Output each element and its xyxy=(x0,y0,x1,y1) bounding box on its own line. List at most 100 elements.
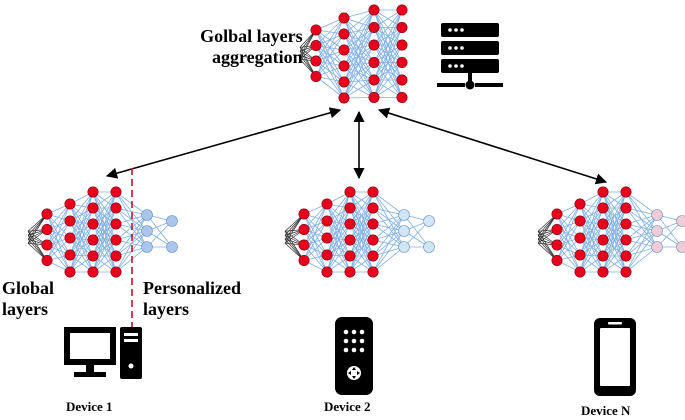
input-edge xyxy=(27,213,48,244)
network-edge xyxy=(315,17,345,62)
neuron-node xyxy=(396,21,408,33)
neuron-node xyxy=(321,232,333,244)
neuron-node xyxy=(551,239,563,251)
network-edge xyxy=(343,65,375,98)
network-edge xyxy=(579,191,604,239)
network-edge xyxy=(372,191,405,216)
network-edge xyxy=(602,239,627,273)
neuron-node xyxy=(344,234,356,246)
network-edge xyxy=(373,9,403,28)
network-edge xyxy=(556,229,581,256)
neuron-node xyxy=(551,224,563,236)
neuron-node xyxy=(368,92,380,104)
network-edge xyxy=(556,213,581,239)
network-edge xyxy=(46,213,71,256)
neuron-node xyxy=(310,71,322,83)
network-edge xyxy=(349,191,374,257)
neuron-node xyxy=(574,198,586,210)
network-edge xyxy=(92,207,117,273)
neuron-node xyxy=(41,224,53,236)
network-edge xyxy=(403,220,430,248)
remote-control-icon xyxy=(335,317,373,395)
network-edge xyxy=(373,27,403,98)
neuron-node xyxy=(64,215,76,227)
input-edge xyxy=(284,231,305,261)
neuron-node xyxy=(574,266,586,278)
neuron-node xyxy=(651,241,663,253)
network-edge xyxy=(625,191,658,216)
network-edge xyxy=(343,81,375,98)
neuron-node xyxy=(651,225,663,237)
server-network-nodes xyxy=(310,4,408,104)
network-edge xyxy=(303,213,328,273)
network-edge xyxy=(556,203,581,261)
network-edge xyxy=(343,79,375,99)
network-edge xyxy=(625,214,658,241)
neuron-node xyxy=(141,225,153,237)
neuron-node xyxy=(398,241,410,253)
network-edge xyxy=(349,191,374,225)
global-layers-line2: layers xyxy=(2,298,48,319)
network-edge xyxy=(343,27,375,99)
network-edge xyxy=(656,220,683,248)
network-edge xyxy=(579,203,604,241)
neuron-node xyxy=(368,56,380,68)
neuron-node xyxy=(574,215,586,227)
network-edge xyxy=(556,229,581,273)
neuron-node xyxy=(398,209,410,221)
network-edge xyxy=(326,191,351,239)
desktop-computer-icon xyxy=(64,327,142,379)
neuron-node xyxy=(141,241,153,253)
neuron-node xyxy=(298,239,310,251)
network-edge xyxy=(69,239,94,273)
neuron-node xyxy=(597,186,609,198)
network-edge xyxy=(579,191,604,222)
network-edge xyxy=(46,244,71,273)
network-edge xyxy=(625,230,658,273)
neuron-node xyxy=(321,198,333,210)
network-edge xyxy=(303,229,328,273)
neuron-node xyxy=(41,239,53,251)
neuron-node xyxy=(367,186,379,198)
network-edge xyxy=(372,214,405,241)
network-edge xyxy=(303,244,328,273)
neuron-node xyxy=(620,218,632,230)
neuron-node xyxy=(676,215,685,227)
neuron-node xyxy=(338,60,350,72)
network-edge xyxy=(556,213,581,256)
neuron-node xyxy=(344,186,356,198)
network-edge xyxy=(625,214,658,273)
network-edge xyxy=(326,220,351,257)
neuron-node xyxy=(64,266,76,278)
neuron-node xyxy=(597,266,609,278)
network-edge xyxy=(373,79,403,98)
neuron-node xyxy=(620,234,632,246)
network-edge xyxy=(326,207,351,273)
network-edge xyxy=(46,213,71,239)
network-edge xyxy=(343,9,375,51)
network-edge xyxy=(69,191,94,256)
network-edge xyxy=(303,213,328,256)
network-edge xyxy=(69,203,94,241)
network-edge xyxy=(556,244,581,273)
network-edge xyxy=(69,223,94,273)
network-edge xyxy=(579,220,604,257)
device-2-network-nodes xyxy=(298,186,435,278)
network-edge xyxy=(315,76,345,99)
network-edge xyxy=(326,203,351,241)
device-n-network-nodes xyxy=(551,186,685,278)
neuron-node xyxy=(597,250,609,262)
server-network xyxy=(299,4,408,104)
neuron-node xyxy=(344,266,356,278)
network-edge xyxy=(579,191,604,256)
neuron-node xyxy=(396,92,408,104)
neuron-node xyxy=(338,92,350,104)
neuron-node xyxy=(368,4,380,16)
server-network-edges xyxy=(299,9,403,99)
neuron-node xyxy=(423,241,435,253)
input-edge xyxy=(537,231,558,261)
device-1-network-nodes xyxy=(41,186,178,278)
network-edge xyxy=(349,207,374,273)
aggregation-label-line2: aggregation xyxy=(212,46,303,67)
